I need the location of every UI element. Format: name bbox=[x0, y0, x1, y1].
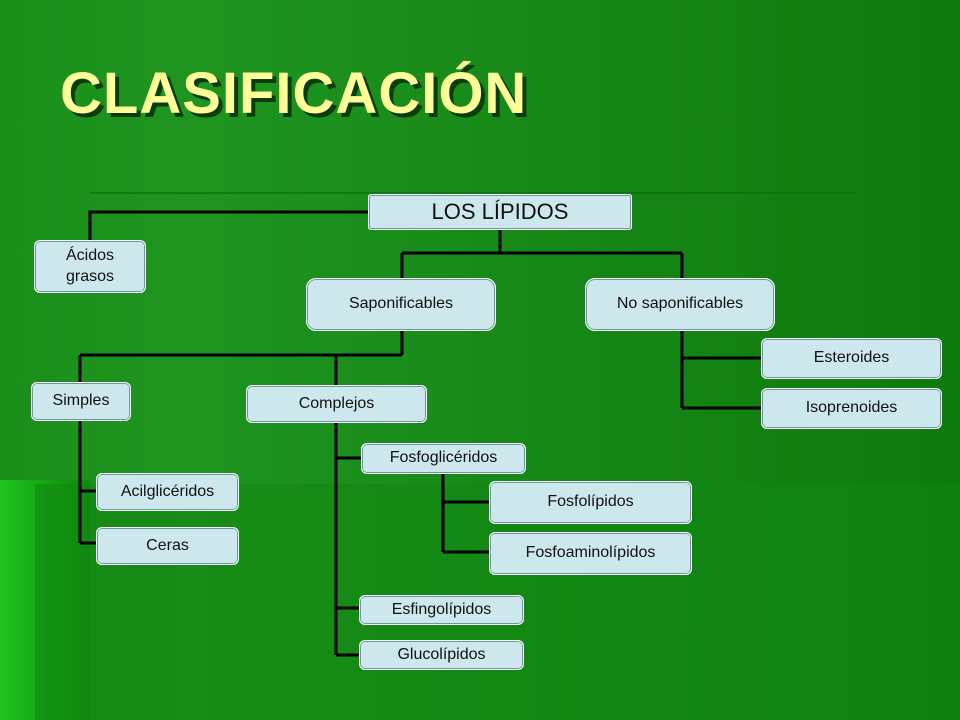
node-los-lipidos: LOS LÍPIDOS bbox=[368, 194, 632, 230]
node-acilgliceridos: Acilglicéridos bbox=[96, 473, 239, 511]
node-ceras: Ceras bbox=[96, 527, 239, 565]
node-acidos-grasos: Ácidos grasos bbox=[34, 240, 146, 293]
slide-title: CLASIFICACIÓN bbox=[60, 61, 528, 126]
node-no-saponificables: No saponificables bbox=[585, 278, 775, 331]
node-fosfogliceridos: Fosfoglicéridos bbox=[361, 443, 526, 474]
node-fosfolipidos: Fosfolípidos bbox=[489, 481, 692, 524]
node-esfingolipidos: Esfingolípidos bbox=[359, 595, 524, 625]
node-fosfoaminolipidos: Fosfoaminolípidos bbox=[489, 532, 692, 575]
node-isoprenoides: Isoprenoides bbox=[761, 388, 942, 429]
node-glucolipidos: Glucolípidos bbox=[359, 640, 524, 670]
node-esteroides: Esteroides bbox=[761, 338, 942, 379]
node-simples: Simples bbox=[31, 382, 131, 421]
background-divider-line bbox=[90, 192, 855, 194]
node-saponificables: Saponificables bbox=[306, 278, 496, 331]
connector-root-acidos bbox=[88, 210, 368, 240]
node-complejos: Complejos bbox=[246, 385, 427, 423]
